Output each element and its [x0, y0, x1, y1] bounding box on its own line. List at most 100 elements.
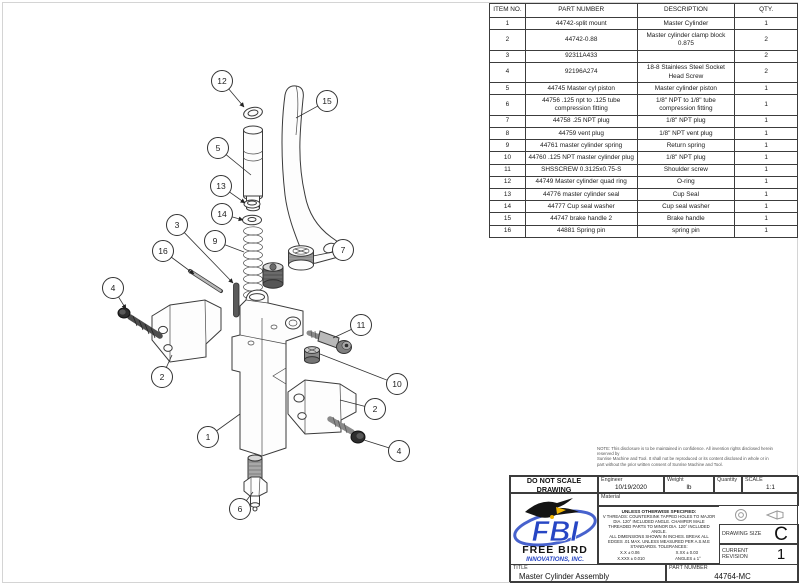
scale-cell: SCALE 1:1: [742, 476, 799, 493]
part-cylinder-plug: [304, 346, 320, 364]
bom-cell-qty: 1: [734, 151, 798, 165]
part-npt-plug: [288, 245, 314, 271]
bom-cell-part: 44742-0.88: [524, 29, 638, 51]
engineer-cell: Engineer 10/19/2020: [598, 476, 664, 493]
part-clamp-block-left: [151, 299, 222, 363]
projection-symbols: [719, 506, 799, 524]
weight-cell: Weight lb: [664, 476, 714, 493]
bom-cell-part: 44745 Master cyl piston: [524, 82, 638, 96]
bom-cell-item: 7: [489, 114, 526, 129]
bom-cell-part: 44761 master cylinder spring: [524, 139, 638, 153]
balloon-number-7: 7: [341, 245, 346, 255]
tolerance-xx: X.X ± 0.06: [620, 550, 640, 555]
bom-cell-part: 44759 vent plug: [524, 127, 638, 141]
logo-company-name: FREE BIRD: [522, 544, 588, 556]
balloon-1: [197, 426, 219, 448]
balloon-number-14: 14: [217, 209, 227, 219]
bom-cell-qty: 1: [734, 163, 798, 177]
logo-company-sub: INNOVATIONS, INC.: [526, 556, 584, 563]
part-number-cell: PART NUMBER 44764-MC: [666, 564, 799, 583]
balloon-13: [210, 175, 232, 197]
part-quad-ring: [243, 106, 263, 120]
balloon-4: [102, 277, 124, 299]
part-main-body: [231, 289, 304, 457]
balloon-leader-15: [295, 105, 318, 119]
part-brake-handle: [281, 85, 347, 264]
bom-cell-desc: Master cylinder piston: [636, 82, 736, 96]
bom-cell-desc: 1/8" NPT vent plug: [636, 127, 736, 141]
balloon-9: [204, 230, 226, 252]
bom-cell-desc: Return spring: [636, 139, 736, 153]
bom-cell-part: 44881 Spring pin: [524, 224, 638, 238]
balloon-number-15: 15: [322, 96, 332, 106]
balloon-5: [207, 137, 229, 159]
part-clamp-block-right: [287, 379, 357, 435]
bom-cell-item: 1: [489, 16, 526, 31]
bom-cell-item: 2: [489, 29, 526, 51]
bom-cell-desc: 18-8 Stainless Steel Socket Head Screw: [636, 61, 736, 84]
bom-cell-item: 4: [489, 61, 526, 84]
part-socket-screw-left: [117, 307, 163, 339]
balloon-number-3: 3: [175, 220, 180, 230]
eagle-icon: [525, 498, 579, 518]
weight-label: Weight: [667, 477, 684, 483]
bom-cell-item: 6: [489, 94, 526, 116]
balloon-leader-7: [312, 251, 333, 257]
balloon-leader-2: [165, 354, 173, 368]
bom-cell-desc: 1/8" NPT plug: [636, 114, 736, 129]
title-block: DO NOT SCALE DRAWING Engineer 10/19/2020…: [509, 475, 799, 583]
bom-cell-item: 9: [489, 139, 526, 153]
weight-value: lb: [686, 483, 692, 491]
bom-header-item: ITEM NO.: [489, 3, 526, 18]
part-return-spring: [243, 226, 263, 300]
bom-cell-part: 44776 master cylinder seal: [524, 188, 638, 202]
tolerance-angles: ANGLES ± 1°: [675, 556, 701, 561]
company-logo: FBI FREE BIRD INNOVATIONS, INC.: [510, 493, 598, 565]
engineer-date: 10/19/2020: [615, 483, 647, 491]
bom-cell-qty: 1: [734, 127, 798, 141]
bom-header-row: ITEM NO. PART NUMBER DESCRIPTION QTY.: [489, 3, 798, 18]
balloon-number-2: 2: [373, 404, 378, 414]
bom-cell-desc: O-ring: [636, 175, 736, 190]
current-revision-label: CURRENT REVISION: [722, 548, 749, 560]
uos-cell: UNLESS OTHERWISE SPECIFIED: V THREADS: C…: [598, 506, 719, 564]
balloon-leader-4: [363, 439, 390, 449]
title-value: Master Cylinder Assembly: [519, 571, 610, 581]
confidentiality-note: NOTE: This disclosure is to be maintaine…: [597, 446, 773, 467]
material-label: Material: [601, 494, 621, 500]
bom-cell-part: 44747 brake handle 2: [524, 212, 638, 226]
bom-cell-item: 10: [489, 151, 526, 165]
drawing-size-value: C: [774, 524, 788, 544]
bom-cell-item: 3: [489, 49, 526, 63]
balloon-10: [386, 373, 408, 395]
bom-cell-part: 44777 Cup seal washer: [524, 200, 638, 214]
free-bird-logo: FBI FREE BIRD INNOVATIONS, INC.: [513, 498, 597, 563]
balloon-6: [229, 498, 251, 520]
bom-cell-item: 12: [489, 175, 526, 190]
balloon-number-5: 5: [216, 143, 221, 153]
balloon-number-16: 16: [158, 246, 168, 256]
balloon-number-12: 12: [217, 76, 227, 86]
logo-acronym: FBI: [532, 516, 580, 548]
bom-cell-part: 44756 .125 npt to .125 tube compression …: [524, 94, 638, 116]
tolerance-xxxx: X.XXX ± 0.010: [617, 556, 645, 561]
bom-cell-part: 44749 Master cylinder quad ring: [524, 175, 638, 190]
bom-cell-qty: 1: [734, 212, 798, 226]
balloon-number-10: 10: [392, 379, 402, 389]
balloon-12: [211, 70, 233, 92]
bom-cell-desc: Shoulder screw: [636, 163, 736, 177]
part-vent-plug: [262, 262, 284, 289]
part-cup-seal: [243, 199, 261, 209]
